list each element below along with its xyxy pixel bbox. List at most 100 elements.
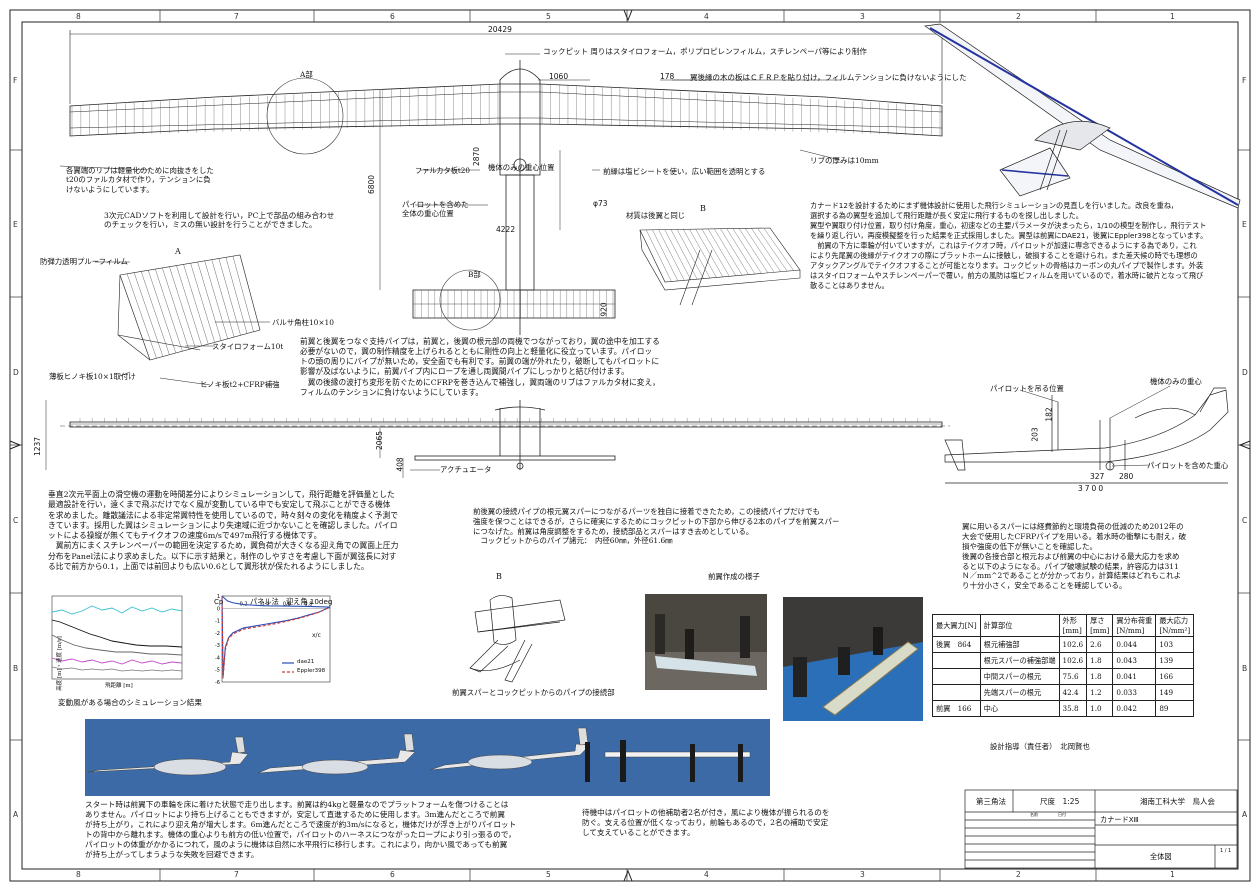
dim-327: 327	[1090, 472, 1105, 481]
rib-line	[183, 264, 209, 345]
rib-line	[714, 228, 743, 276]
zone-bot-1: 1	[1170, 870, 1175, 879]
table-cell: 中間スパーの根元	[979, 668, 1060, 685]
dim-rib-pitch: 178	[660, 72, 675, 81]
caption-sim: 変動風がある場合のシミュレーション結果	[58, 698, 202, 707]
cp-series-line	[221, 595, 331, 679]
zone-bot-5: 5	[546, 870, 551, 879]
caption-joint: 前翼スパーとコックピットからのパイプの接続部	[452, 688, 615, 697]
table-cell	[932, 684, 981, 701]
rib-line	[148, 270, 177, 354]
table-cell: 根元スパーの補強部端	[979, 652, 1060, 669]
rib-line	[155, 269, 183, 352]
label-cockpit: コックピット 周りはスタイロフォーム，ポリプロピレンフィルム，スチレンペーパ等に…	[543, 47, 867, 56]
iso-aircraft	[924, 23, 1241, 209]
para-canard: カナード12を設計するためにまず機体設計に使用した飛行シミュレーションの見直しを…	[810, 201, 1208, 290]
rib-line	[720, 228, 749, 275]
table-cell: 先端スパーの根元	[979, 684, 1060, 701]
label-cg-with-pilot: パイロットを含めた 全体の重心位置	[402, 200, 469, 219]
table-cell: 1.2	[1086, 684, 1114, 701]
rib-line	[670, 229, 698, 280]
rib-line	[695, 229, 724, 277]
caption-photos: 前翼作成の様子	[708, 572, 760, 581]
label-cg-side-pilot: パイロットを含めた重心	[1147, 461, 1229, 470]
label-styrofoam: スタイロフォーム10t	[212, 342, 284, 351]
label-letter-b: B	[700, 204, 706, 213]
zone-side-D-right: D	[1242, 368, 1248, 377]
table-cell: 1.0	[1086, 700, 1114, 717]
cp-x-tick: 0.8	[304, 601, 312, 607]
table-cell: 後翼 864	[932, 636, 981, 653]
photo-wing-build-2	[783, 597, 923, 721]
th-thickness: 厚さ [mm]	[1086, 614, 1114, 637]
rib-line	[769, 227, 801, 271]
rib-line	[726, 228, 756, 275]
label-letter-a: A	[175, 247, 181, 256]
zone-side-C: C	[13, 516, 19, 525]
tb-part: 全体図	[1150, 852, 1172, 861]
cp-y-tick: -6	[215, 680, 220, 686]
zone-side-E-right: E	[1242, 220, 1247, 229]
cp-x-tick: 0.4	[261, 601, 269, 607]
label-hinoki-stick: 薄板ヒノキ板10×1取付け	[49, 372, 136, 381]
dim-203: 203	[1030, 427, 1040, 442]
top-view-fuselage	[379, 60, 561, 335]
th-max-lift: 最大翼力[N]	[932, 614, 981, 637]
zone-side-C-right: C	[1242, 516, 1248, 525]
label-front-edge-note: 前縁は塩ビシートを使い，広い範囲を透明とする	[603, 167, 766, 176]
zone-side-F: F	[13, 76, 18, 85]
label-hinoki-plate: ヒノキ板t2+CFRP補強	[200, 380, 280, 389]
table-cell: 2.6	[1086, 636, 1114, 653]
table-cell: 0.041	[1112, 668, 1157, 685]
table-cell: 166	[1155, 668, 1195, 685]
dim-182: 182	[1044, 407, 1054, 422]
table-cell: 1.8	[1086, 652, 1114, 669]
label-letter-b-joint: B	[496, 572, 502, 581]
para-joint: 前後翼の接続パイプの根元翼スパーにつながるパーツを独自に接着できたため，この接続…	[473, 507, 840, 546]
dim-4222: 4222	[496, 225, 516, 234]
label-balsa: バルサ角柱10×10	[272, 318, 334, 327]
cp-series-line	[221, 595, 331, 676]
label-designer: 設計指導（責任者） 北岡賢也	[990, 742, 1090, 751]
rib-line	[738, 228, 769, 273]
label-cg-airframe: 機体のみの重心位置	[488, 163, 555, 172]
cp-y-tick: -1	[215, 619, 220, 625]
rib-line	[652, 229, 679, 281]
zone-top-6: 6	[390, 12, 395, 21]
rib-line	[732, 228, 762, 274]
sim-aircraft	[87, 727, 751, 776]
table-cell: 35.8	[1058, 700, 1088, 717]
chart-left-xlabel: 飛距離 [m]	[105, 683, 133, 689]
th-load: 翼分布荷重 [N/mm]	[1112, 614, 1157, 637]
zone-side-B-right: B	[1242, 664, 1248, 673]
rib-line	[140, 271, 170, 355]
top-view-main-wing	[69, 83, 943, 137]
label-part-b: B部	[468, 270, 481, 279]
label-material-same: 材質は後翼と同じ	[626, 211, 686, 220]
chart-left-ylabel: 高度 [m]・速度 [m/s]	[56, 636, 63, 691]
tb-sheet: 1 / 1	[1220, 848, 1232, 854]
dim-6800: 6800	[367, 174, 377, 195]
zone-side-A-right: A	[1242, 810, 1248, 819]
stress-table: 最大翼力[N] 計算部位 外形 [mm] 厚さ [mm] 翼分布荷重 [N/mm…	[932, 614, 1195, 717]
rib-line	[664, 229, 691, 280]
rib-line	[204, 260, 228, 339]
table-cell: 139	[1155, 652, 1195, 669]
cp-y-tick: 1	[217, 594, 220, 600]
th-part: 計算部位	[979, 614, 1060, 637]
zone-top-7: 7	[234, 12, 239, 21]
tb-projection: 第三角法	[976, 797, 1006, 806]
label-falcata-plate: ファルカタ板t20	[415, 166, 470, 175]
label-cg-side-airframe: 機体のみの重心	[1150, 377, 1202, 386]
cp-y-tick: -2	[215, 631, 220, 637]
table-cell: 0.033	[1112, 684, 1157, 701]
rib-line	[763, 227, 794, 271]
zone-side-F-right: F	[1242, 76, 1247, 85]
dim-280: 280	[1119, 472, 1134, 481]
table-cell: 0.044	[1112, 636, 1157, 653]
label-part-a: A部	[300, 70, 313, 79]
tb-row-date: 日付	[1058, 812, 1066, 817]
rib-line	[218, 258, 241, 336]
dim-3700: 3700	[1078, 484, 1106, 493]
rib-line	[751, 228, 781, 272]
